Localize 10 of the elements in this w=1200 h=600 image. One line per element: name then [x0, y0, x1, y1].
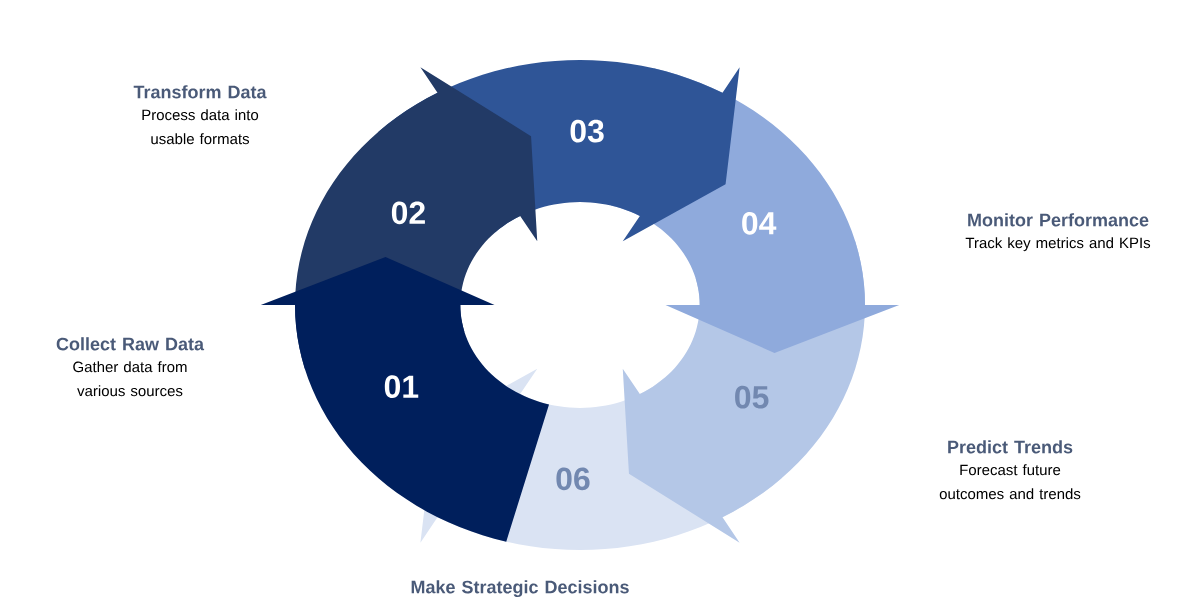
step-title: Collect Raw Data: [56, 337, 205, 351]
step-title: Transform Data: [133, 85, 267, 99]
step-title: Make Strategic Decisions: [411, 580, 629, 598]
step-description: Forecast future outcomes and trends: [939, 464, 1081, 500]
step-description: Gather data from various sources: [73, 361, 187, 397]
ring-segment: 01: [260, 257, 550, 542]
step-title: Predict Trends: [948, 440, 1073, 454]
step-title: Monitor Performance: [968, 213, 1149, 227]
step-description: Track key metrics and KPIs: [965, 237, 1151, 252]
step-description: Process data into usable formats: [142, 109, 259, 145]
